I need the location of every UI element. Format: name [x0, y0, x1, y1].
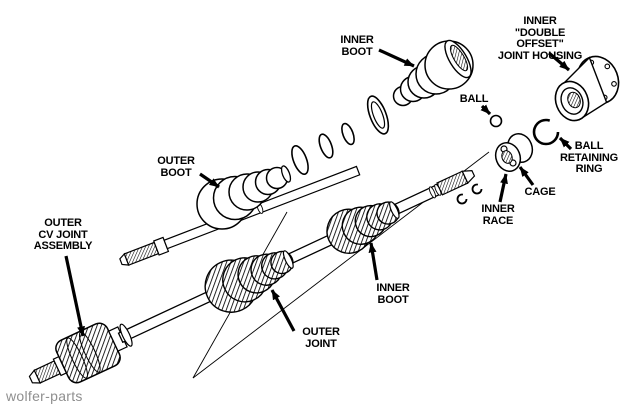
inner-boot-bellows-bottom	[326, 201, 400, 254]
inner-boot-bottom-arrow	[368, 242, 379, 281]
outer-joint-arrow	[270, 289, 296, 332]
watermark: wolfer-parts	[6, 388, 83, 404]
inner-race-arrow	[498, 173, 508, 203]
ball-arrow	[480, 104, 492, 116]
label-ball: BALL	[459, 93, 489, 105]
inner-boot-graphic	[392, 39, 474, 107]
label-outer-boot: OUTER BOOT	[157, 155, 195, 179]
label-inner-boot-bottom: INNER BOOT	[376, 282, 410, 306]
label-inner-race: INNER RACE	[481, 203, 515, 227]
inner-splined-tip	[436, 170, 469, 196]
joint-housing-arrow	[547, 51, 571, 72]
splined-end	[123, 241, 160, 266]
label-outer-joint: OUTER JOINT	[302, 326, 340, 350]
ball-retaining-ring-graphic	[532, 118, 560, 146]
outer-boot-bellows	[204, 250, 294, 313]
outer-boot-graphic	[196, 165, 292, 230]
ball-retaining-ring-arrow	[558, 136, 573, 151]
outer-cv-joint-arrow	[64, 255, 85, 337]
cage-arrow	[518, 166, 535, 186]
inner-boot-top-arrow	[378, 48, 415, 68]
joint-housing-graphic	[554, 55, 620, 122]
label-inner-boot-top: INNER BOOT	[340, 34, 374, 58]
outer-boot-arrow	[199, 172, 220, 189]
bottom-axle-assembly	[28, 169, 476, 384]
boot-clamp-rings	[291, 95, 390, 175]
label-arrows	[64, 48, 573, 337]
label-joint-housing: INNER "DOUBLE OFFSET" JOINT HOUSING	[497, 15, 583, 62]
label-ball-retaining-ring: BALL RETAINING RING	[560, 140, 618, 175]
label-outer-cv-joint: OUTER CV JOINT ASSEMBLY	[33, 217, 93, 252]
circlips	[456, 183, 483, 205]
ball-graphic	[489, 114, 503, 128]
label-cage: CAGE	[524, 186, 556, 198]
cage-and-inner-race-graphic	[494, 133, 534, 172]
